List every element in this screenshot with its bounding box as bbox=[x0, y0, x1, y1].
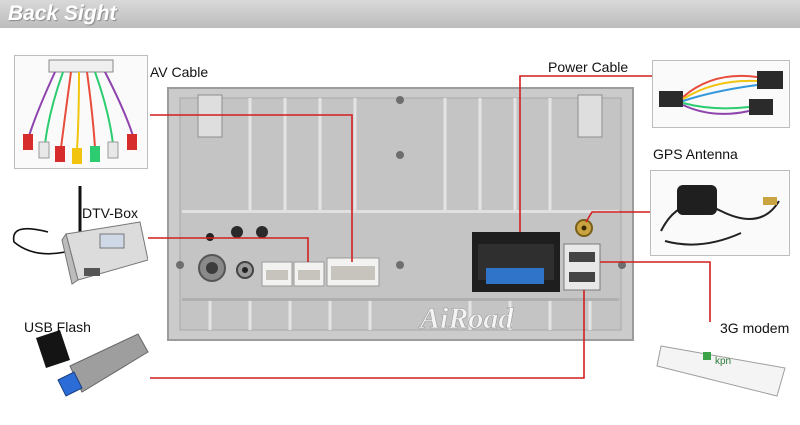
dtv-box-label: DTV-Box bbox=[82, 205, 139, 221]
gps-antenna-label: GPS Antenna bbox=[653, 146, 738, 162]
callout-lines bbox=[148, 75, 711, 379]
3g-modem-label: 3G modem bbox=[720, 320, 790, 336]
modem-brand-text: kpn bbox=[715, 356, 731, 367]
3g-modem-photo: kpn bbox=[655, 330, 790, 400]
av-cable-label: AV Cable bbox=[150, 64, 209, 80]
dtv-box-photo bbox=[8, 182, 149, 294]
head-unit-back-panel bbox=[167, 87, 634, 341]
usb-flash-label: USB Flash bbox=[24, 319, 91, 335]
watermark-text: AiRoad bbox=[418, 302, 514, 335]
power-cable-photo bbox=[652, 60, 790, 128]
header-bar: Back Sight bbox=[0, 0, 800, 28]
page-title: Back Sight bbox=[8, 2, 117, 25]
gps-antenna-photo bbox=[650, 170, 790, 256]
power-cable-label: Power Cable bbox=[548, 59, 629, 75]
av-cable-photo bbox=[14, 55, 148, 169]
usb-flash-photo bbox=[30, 320, 150, 402]
